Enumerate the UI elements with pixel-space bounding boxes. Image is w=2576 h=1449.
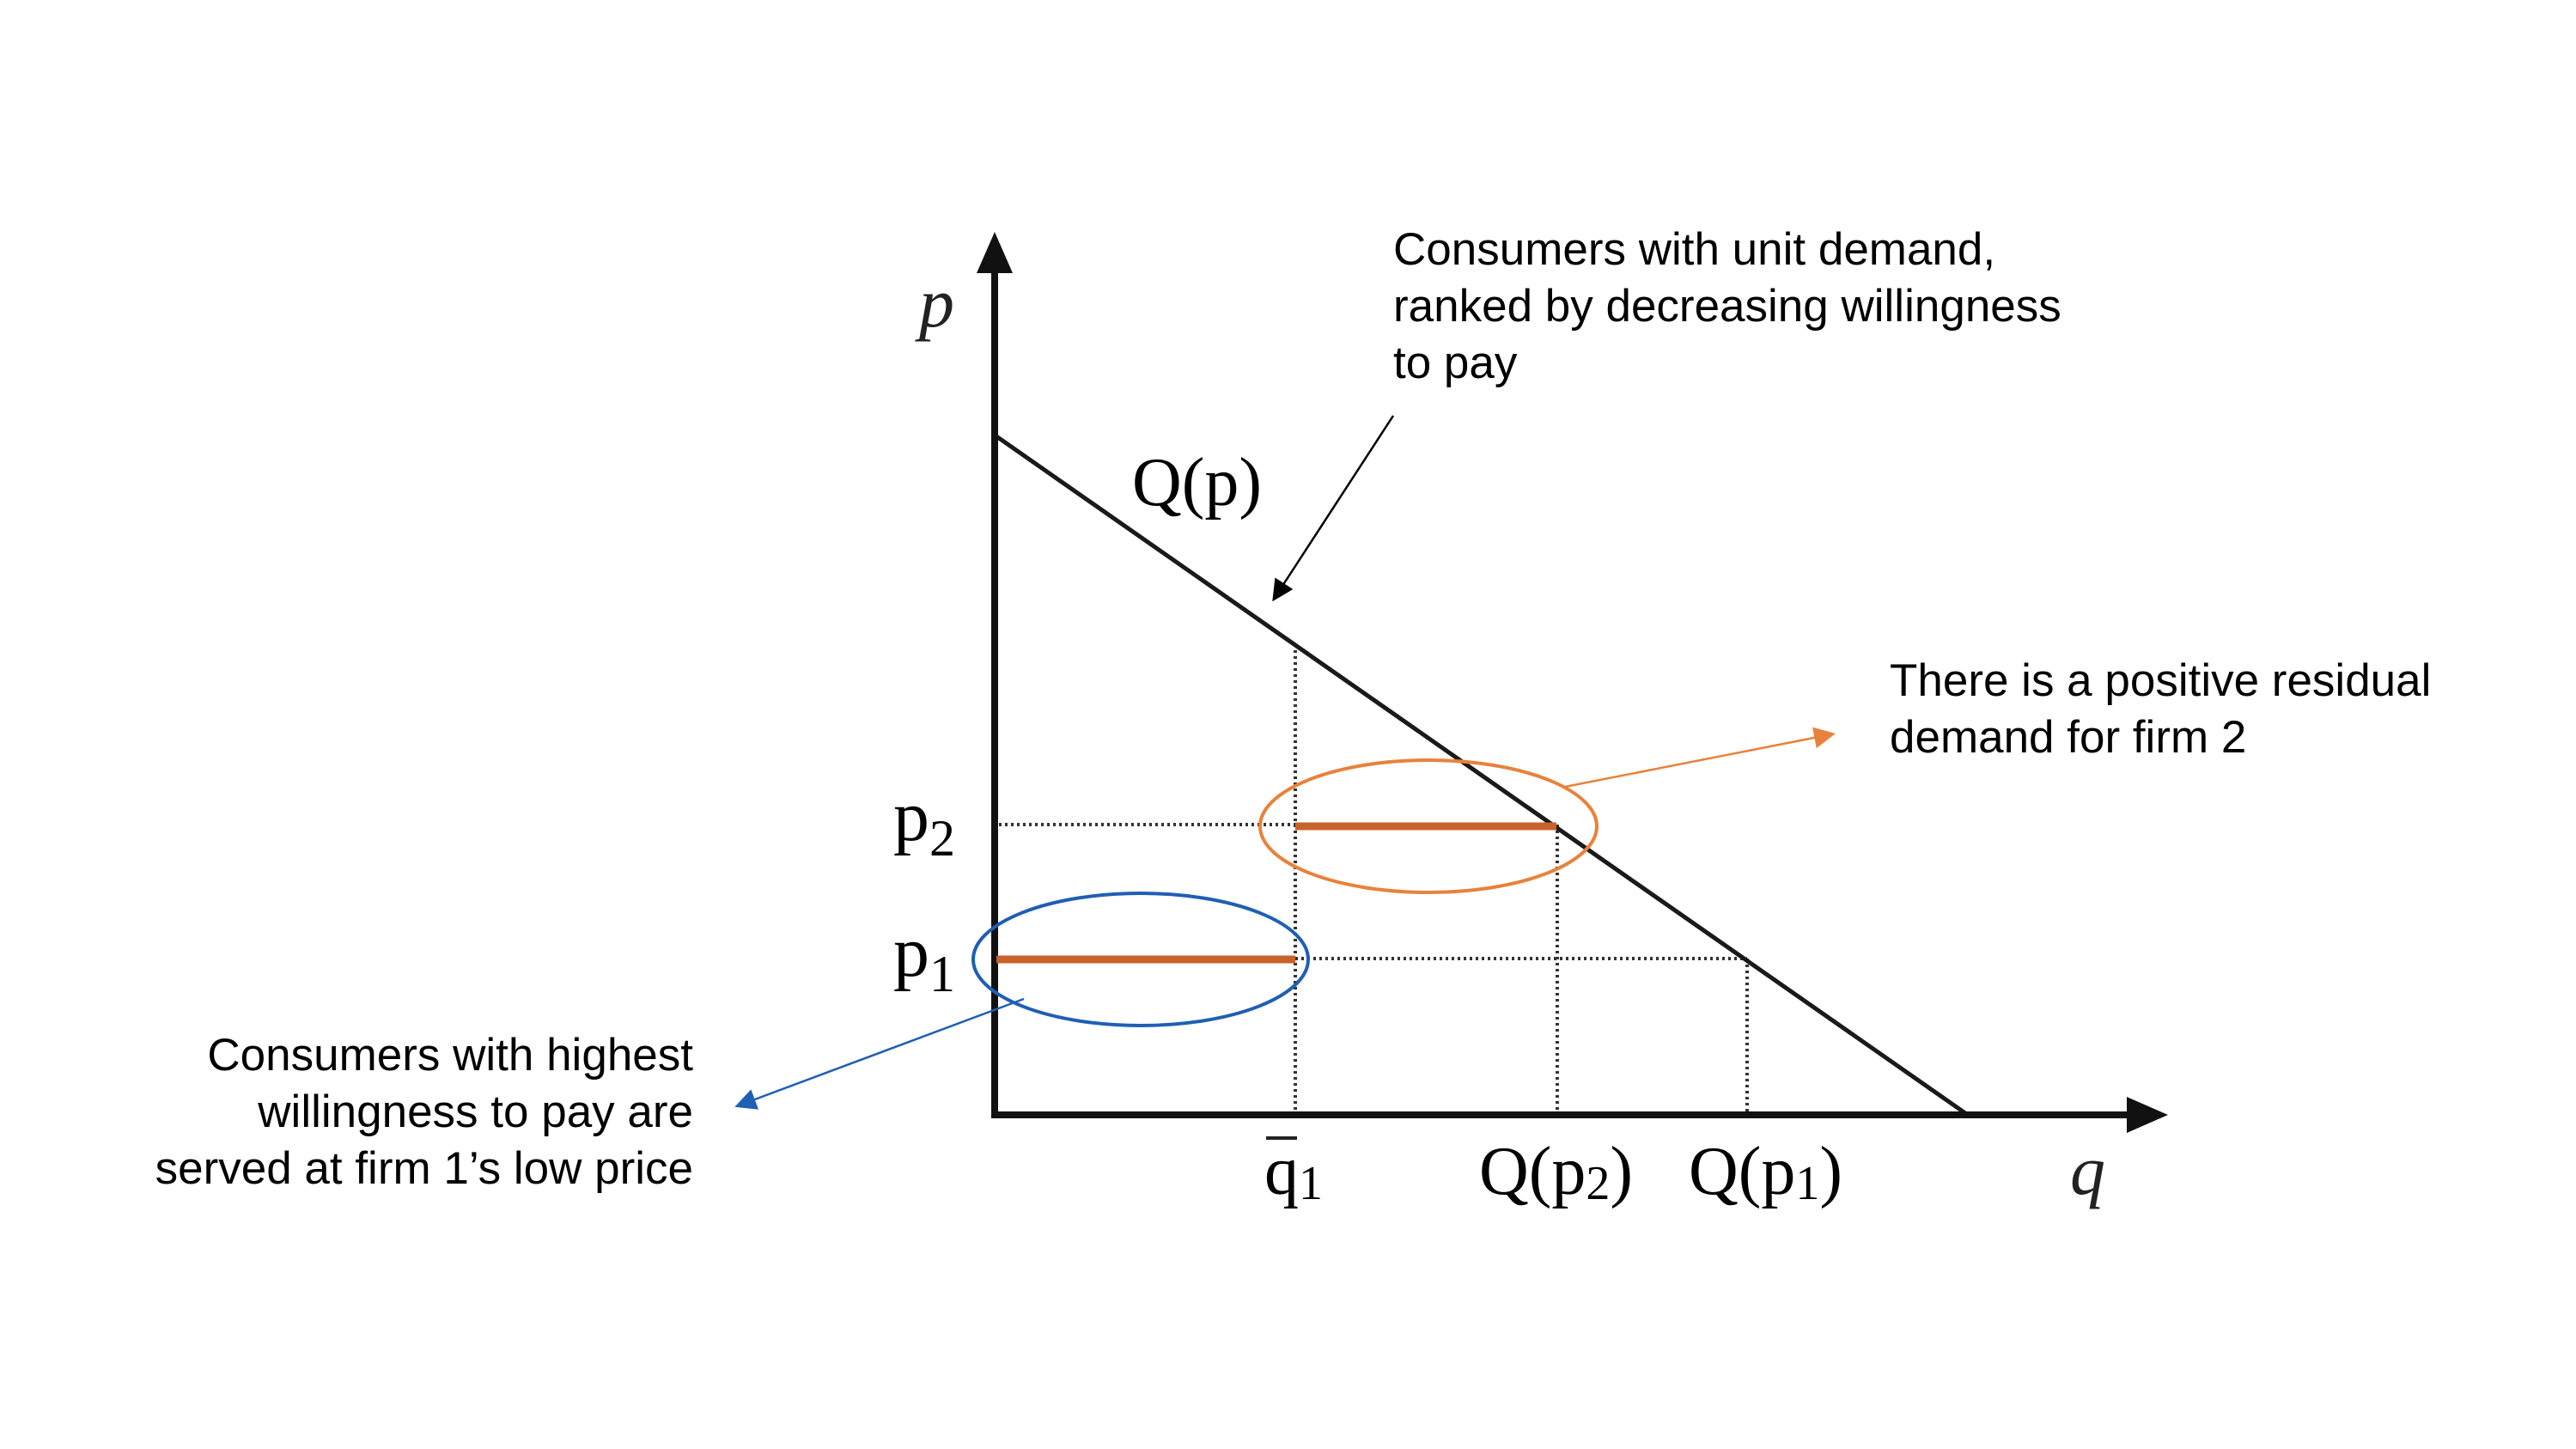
qp1-label: Q(p1) [1689, 1134, 1842, 1210]
annotation-line: demand for firm 2 [1890, 712, 2247, 763]
annotation-line: willingness to pay are [258, 1087, 693, 1137]
qp2-label: Q(p2) [1479, 1134, 1633, 1210]
annotation-unit-demand: Consumers with unit demand, ranked by de… [1393, 222, 2061, 392]
p1-label: p1 [893, 912, 955, 1002]
curve-label: Q(p) [1132, 445, 1262, 521]
firm1-ellipse [971, 892, 1310, 1027]
x-axis-label: q [2070, 1131, 2105, 1209]
q1bar-label: q1 [1264, 1134, 1323, 1210]
arrow-top-annotation [1272, 415, 1395, 602]
arrow-left-annotation [734, 997, 1025, 1110]
firm2-ellipse [1258, 758, 1599, 894]
annotation-line: Consumers with unit demand, [1393, 224, 1996, 275]
annotation-line: ranked by decreasing willingness [1393, 281, 2061, 332]
arrow-right-annotation [1564, 727, 1836, 788]
x-axis-arrowhead [2127, 1097, 2168, 1133]
annotation-residual-demand: There is a positive residual demand for … [1890, 653, 2431, 766]
annotation-line: There is a positive residual [1890, 655, 2432, 706]
annotation-line: served at firm 1’s low price [155, 1143, 693, 1194]
y-axis-label: p [915, 264, 954, 342]
annotation-line: to pay [1393, 338, 1518, 388]
p2-label: p2 [893, 776, 955, 867]
annotation-line: Consumers with highest [207, 1030, 693, 1081]
annotation-highest-willingness: Consumers with highest willingness to pa… [69, 1027, 693, 1197]
y-axis-arrowhead [977, 232, 1013, 273]
demand-curve [995, 434, 1967, 1116]
